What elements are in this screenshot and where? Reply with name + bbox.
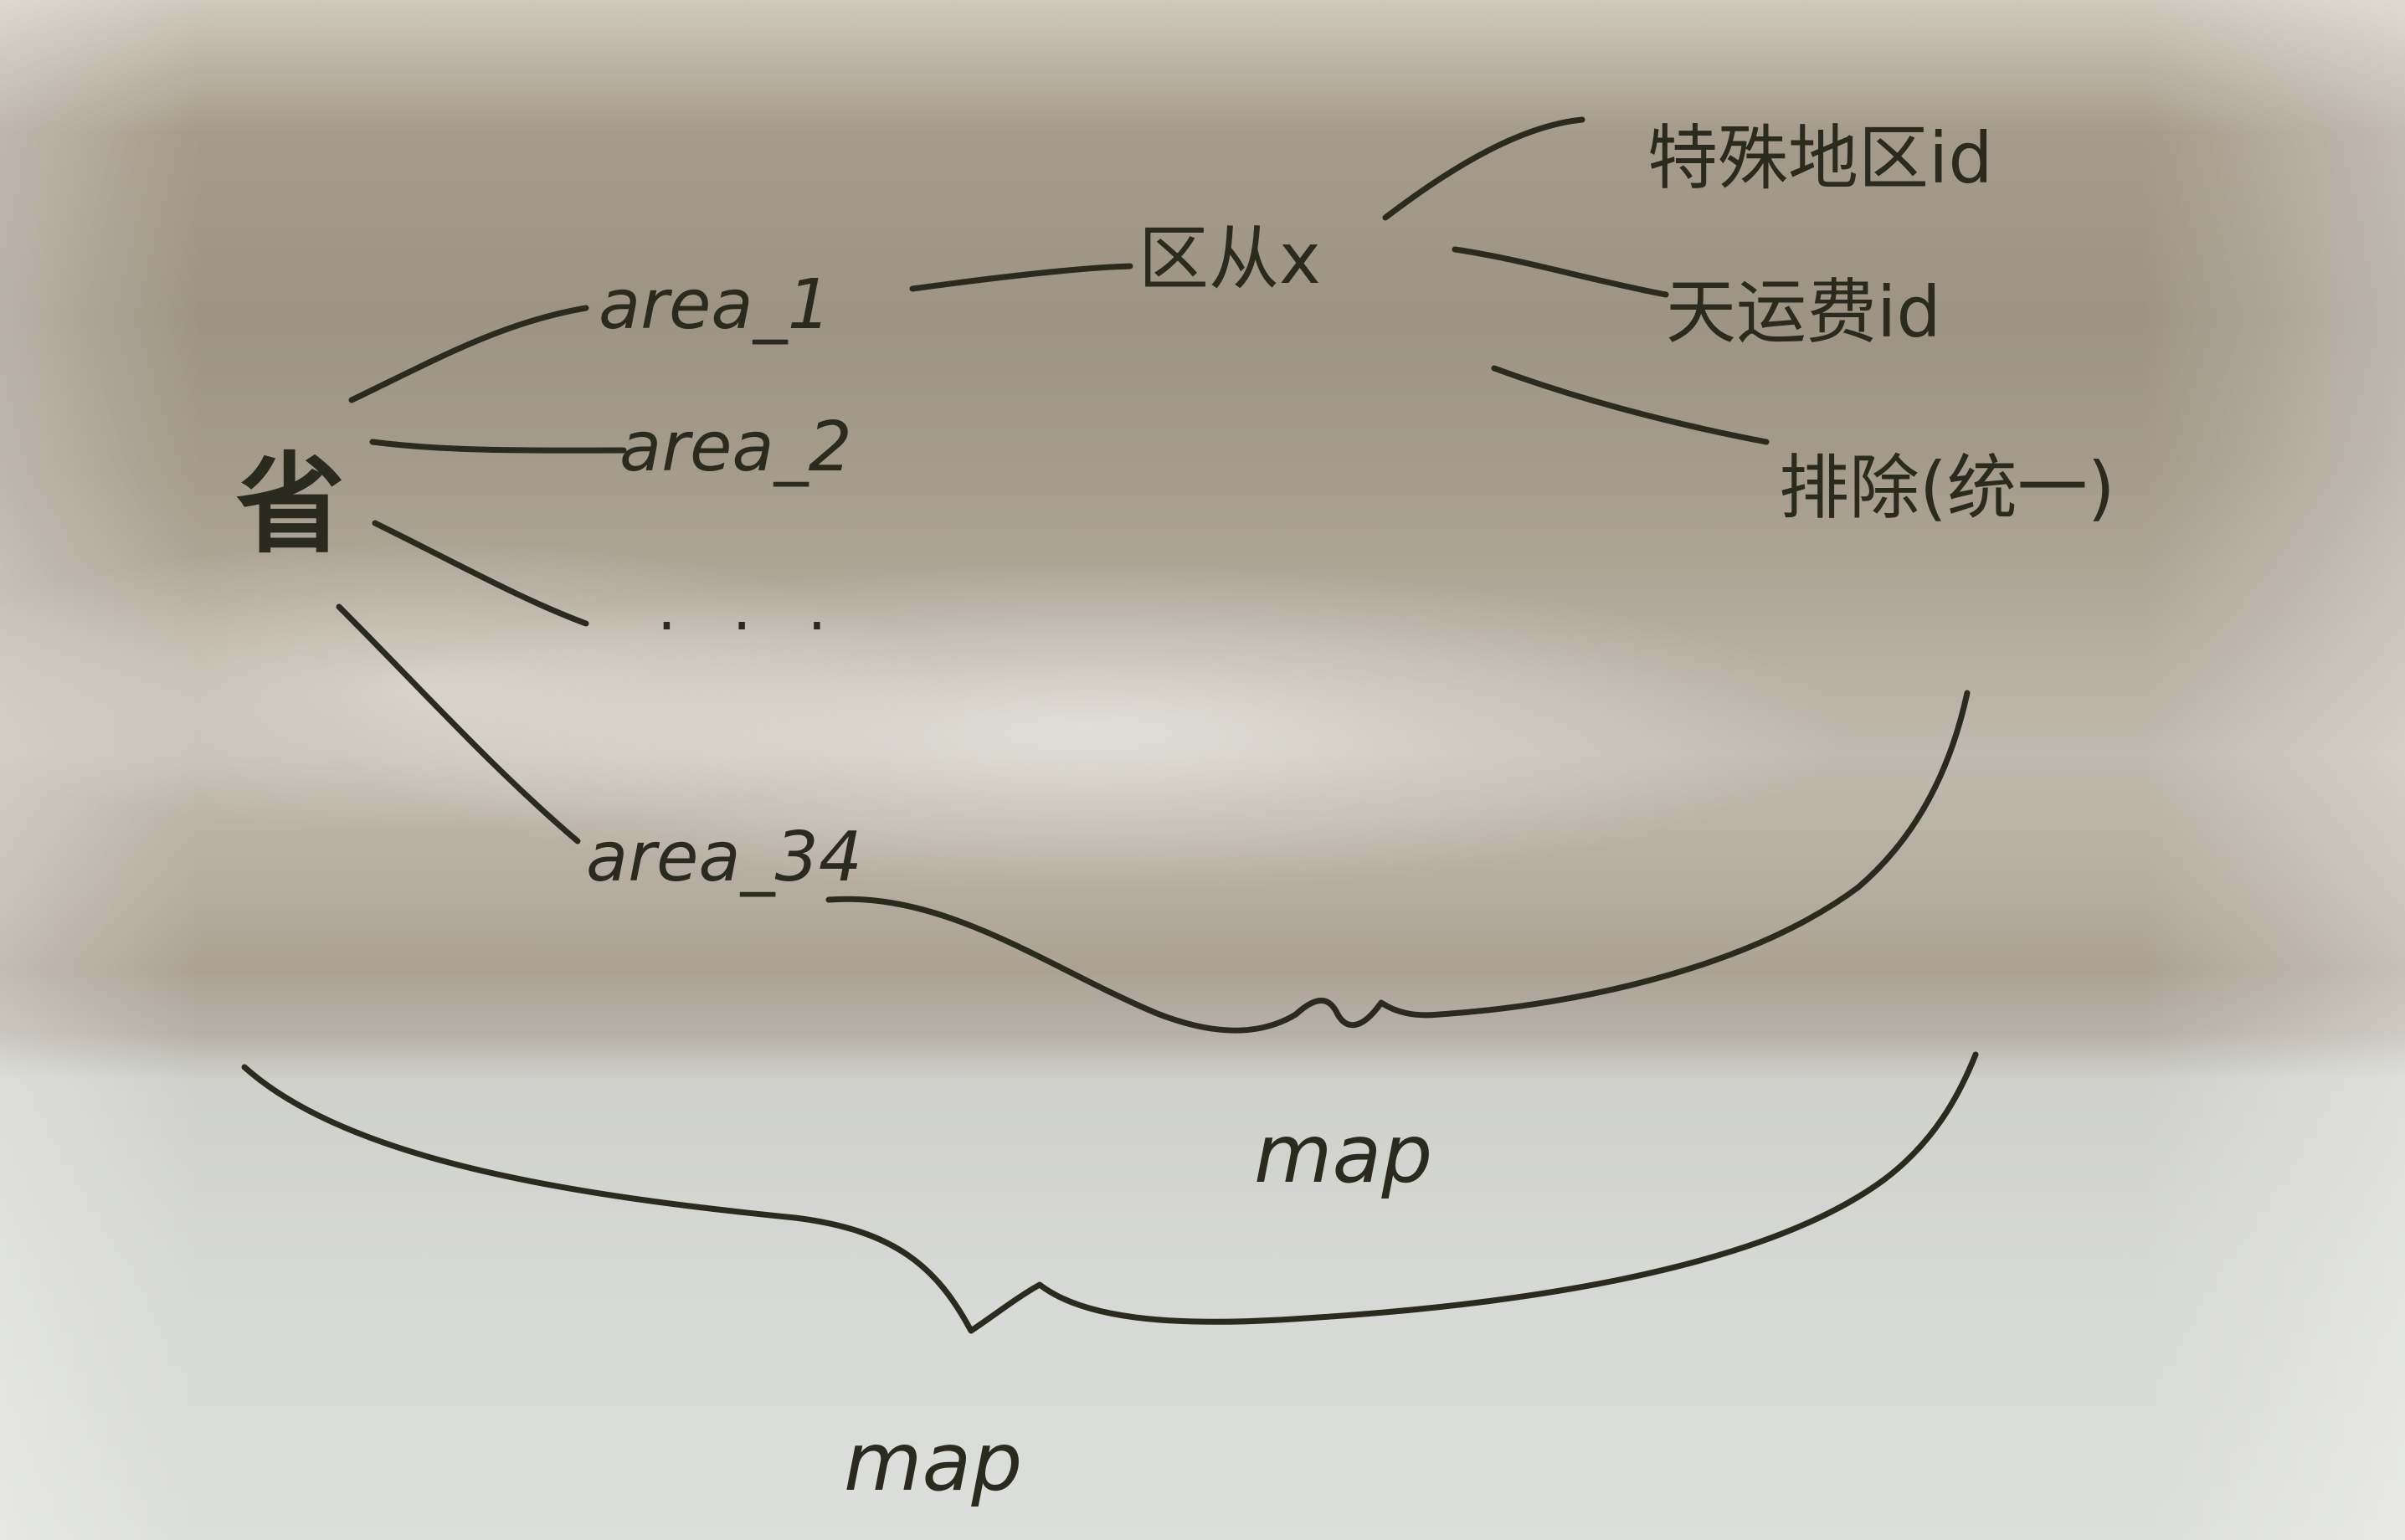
city-node-label: 区从x xyxy=(1138,218,1321,300)
edge-city-field-3 xyxy=(1491,365,1770,445)
inner-map-label: map xyxy=(1254,1107,1432,1201)
edge-root-ellipsis xyxy=(372,520,589,627)
root-node-label: 省 xyxy=(236,441,345,568)
edge-area-1-city xyxy=(909,263,1133,292)
edge-root-area-2 xyxy=(369,439,627,454)
field-special-area-id: 特殊地区id xyxy=(1647,117,1993,199)
area-2-label: area_2 xyxy=(619,408,852,487)
field-exclude: 排除(统一) xyxy=(1779,447,2115,529)
area-34-label: area_34 xyxy=(586,818,862,897)
field-shipping-fee-id: 天运费id xyxy=(1666,271,1941,353)
edge-root-area-34 xyxy=(336,603,581,844)
outer-map-label: map xyxy=(844,1415,1022,1509)
ellipsis-label: . . . xyxy=(657,573,845,644)
inner-brace xyxy=(825,690,1971,1034)
edge-root-area-1 xyxy=(348,305,589,403)
outer-brace xyxy=(241,1051,1979,1334)
edge-city-field-1 xyxy=(1382,116,1585,221)
edge-city-field-2 xyxy=(1452,246,1669,298)
area-1-label: area_1 xyxy=(599,265,831,345)
